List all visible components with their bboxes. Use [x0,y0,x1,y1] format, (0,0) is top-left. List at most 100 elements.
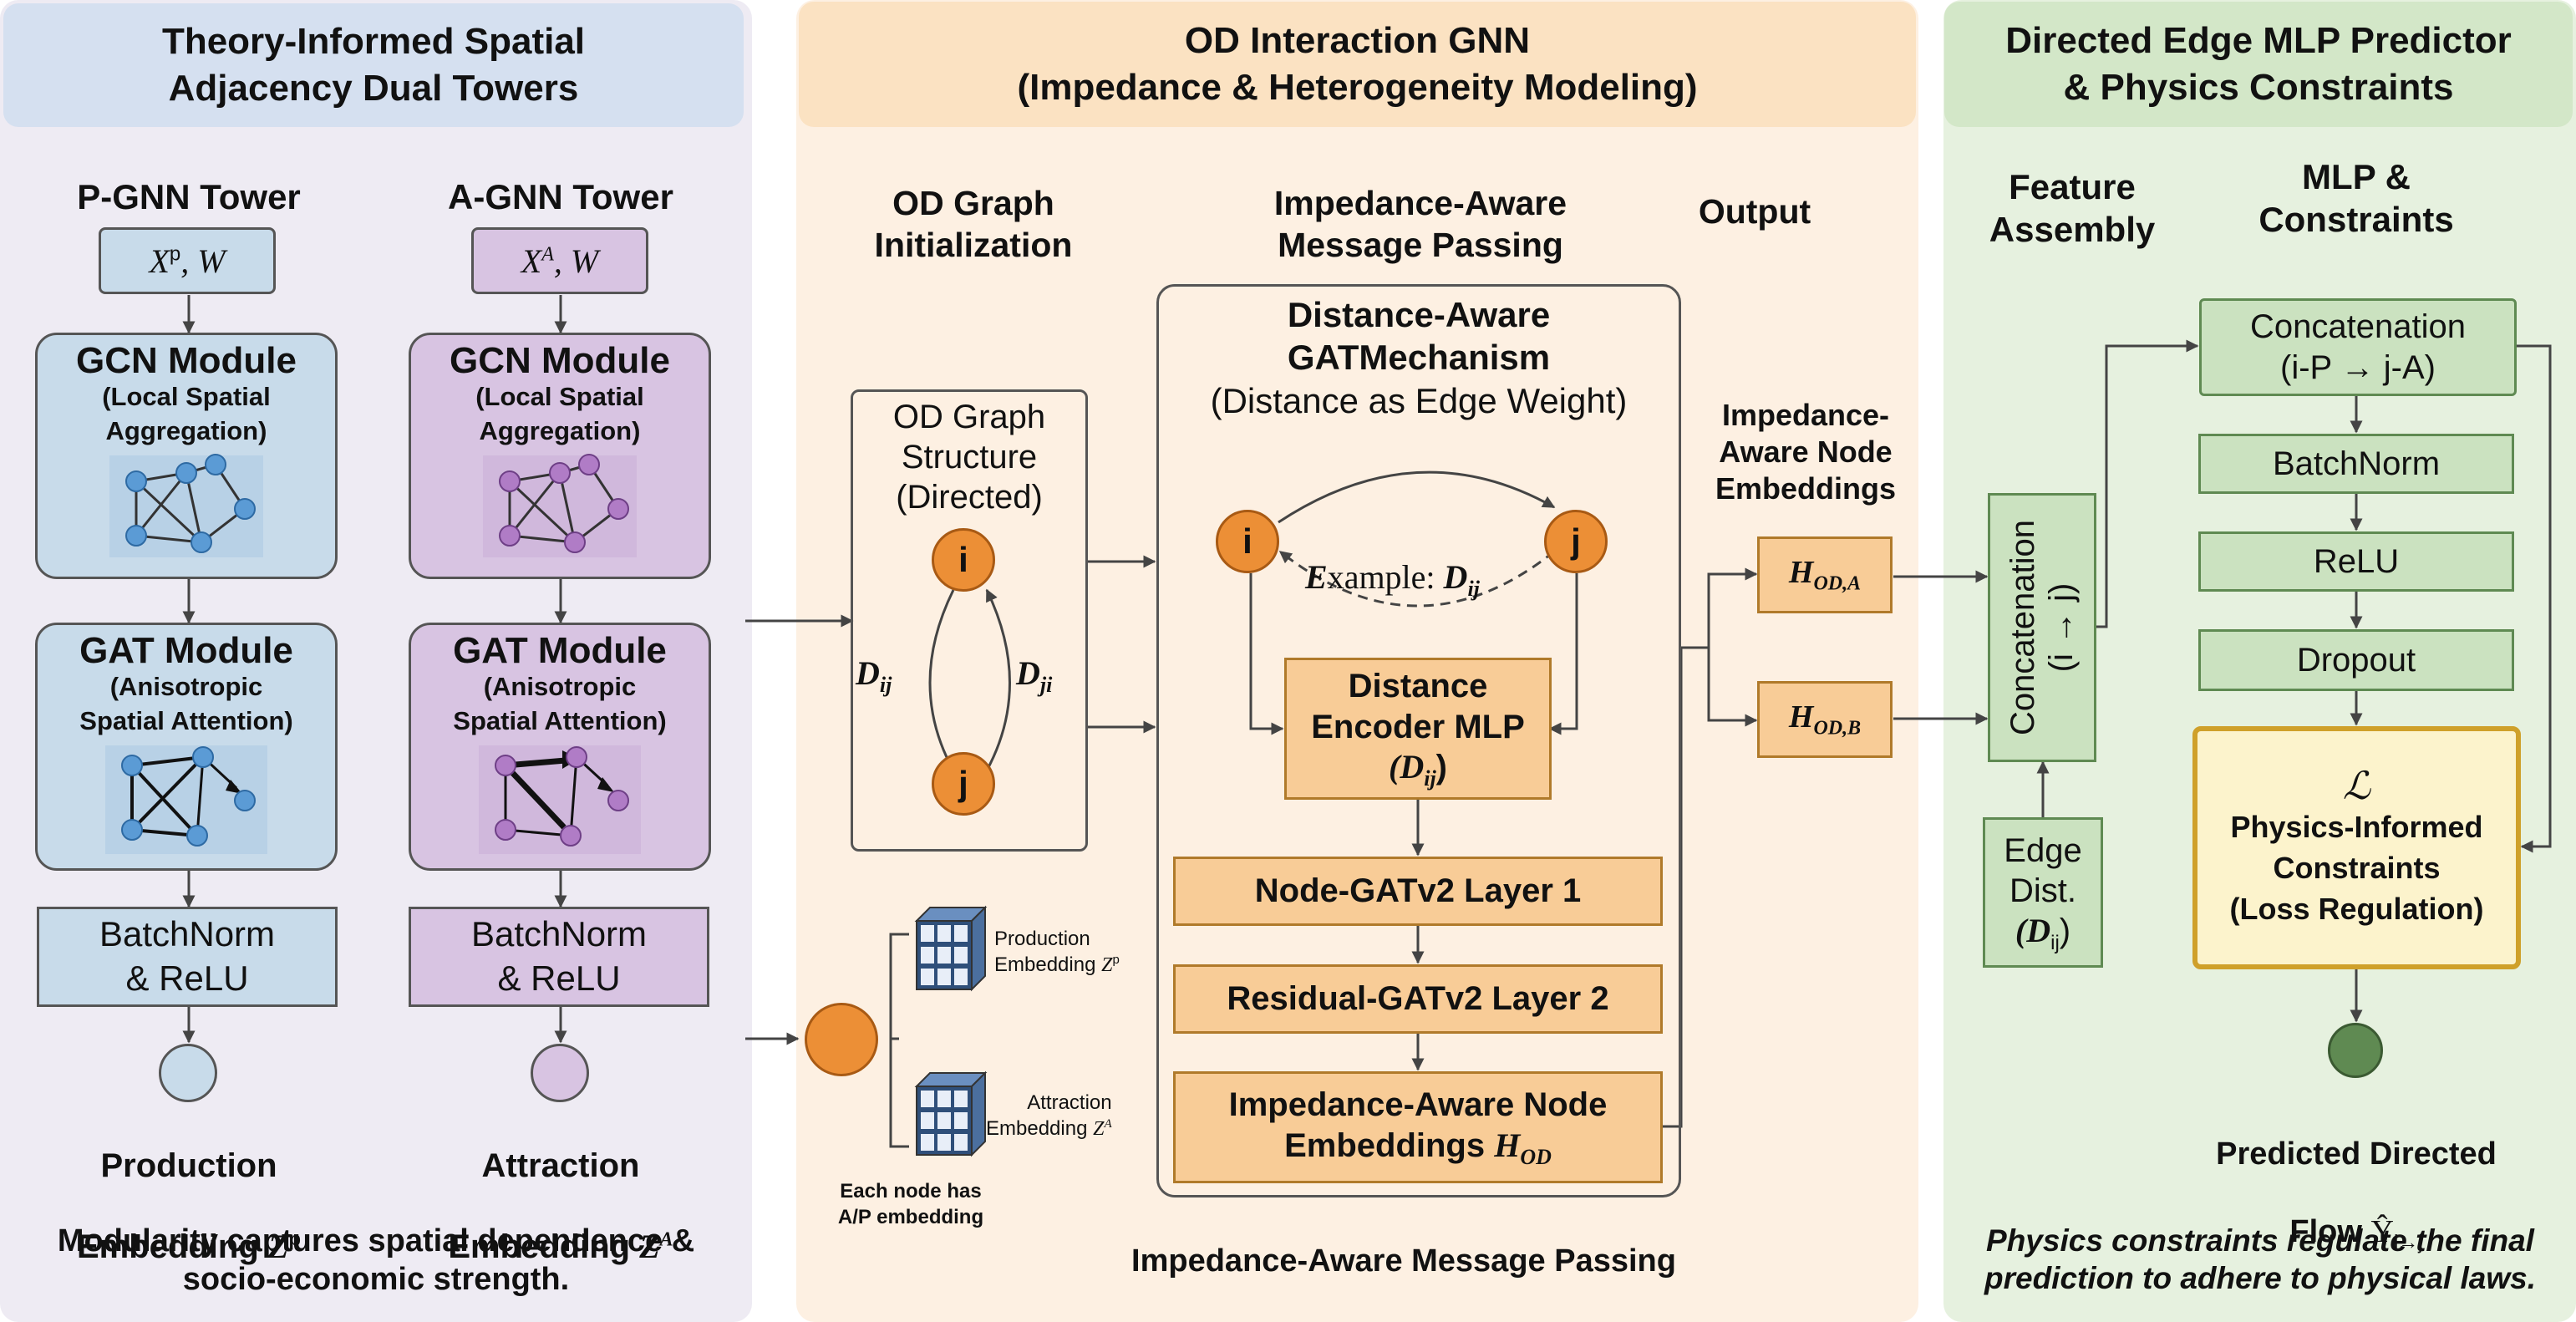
p-input-rest: , W [180,242,226,280]
distance-gat-title: Distance-Aware GATMechanism [1287,295,1551,378]
p-batchnorm-relu: BatchNorm & ReLU [37,907,338,1007]
p-embedding-label: Production Embedding Zp [38,1105,339,1309]
a-gat-subtitle: (Anisotropic Spatial Attention) [453,672,667,736]
physics-constraints-box: ℒ Physics-Informed Constraints (Loss Reg… [2192,726,2521,969]
p-gat-subtitle: (Anisotropic Spatial Attention) [79,672,293,736]
mlp-dropout: Dropout [2198,629,2514,691]
mlp-batchnorm: BatchNorm [2198,434,2514,494]
middle-header: OD Interaction GNN (Impedance & Heteroge… [799,2,1916,127]
p-gat-graph-icon [105,745,267,854]
a-embedding-line2: Embedding [448,1228,640,1266]
a-tower-title: A-GNN Tower [448,177,673,216]
attraction-embedding-cube-icon [914,1070,988,1157]
a-embedding-sup: A [659,1229,673,1252]
predicted-flow-label: Predicted Directed Flow Ŷi→j [2189,1096,2523,1294]
a-input-x: X [521,242,542,280]
a-gcn-graph-icon [483,454,637,557]
p-embedding-line2: Embedding [77,1228,268,1266]
mlp-constraints-title: MLP & Constraints [2258,157,2454,240]
distance-gat-subtitle: (Distance as Edge Weight) [1210,381,1628,421]
a-gcn-module: GCN Module (Local Spatial Aggregation) [409,333,711,579]
p-gcn-graph-icon [109,454,263,557]
example-sym: D [1443,558,1468,596]
a-gcn-title: GCN Module [450,340,670,381]
a-gat-module: GAT Module (Anisotropic Spatial Attentio… [409,623,711,871]
p-embedding-sup: p [288,1228,301,1252]
a-embedding-label: Attraction Embedding ZA [410,1105,711,1309]
edge-dist-label: Edge Dist. [2004,831,2082,909]
encoder-end: ) [1435,749,1447,786]
p-embedding-node [159,1044,217,1102]
p-gat-module: GAT Module (Anisotropic Spatial Attentio… [35,623,338,871]
p-embedding-sym: Z [267,1228,289,1266]
a-input-sup: A [541,243,554,266]
edge-dist-sym: (D [2015,911,2051,949]
a-input-box: XA, W [471,227,648,294]
p-tower-title: P-GNN Tower [77,177,301,216]
embedding-note: Each node has A/P embedding [837,1180,984,1229]
right-footer: Physics constraints regulate the final p… [1984,1223,2536,1296]
output-embeddings-title: Impedance- Aware Node Embeddings [1715,398,1897,506]
feature-assembly-title: Feature Assembly [1989,167,2156,250]
pred-sym: Ŷ [2370,1214,2394,1250]
a-embedding-node [531,1044,589,1102]
left-footer: Modularity captures spatial dependence &… [57,1223,695,1298]
p-gcn-title: GCN Module [76,340,297,381]
p-input-sup: p [169,242,181,266]
attr-emb-sup: A [1104,1117,1112,1131]
od-node-j: j [932,752,995,816]
pred-sub: i→j [2393,1231,2423,1254]
concatenation-top: Concatenation (i-P → j-A) [2199,298,2517,396]
encoder-label: Distance Encoder MLP [1311,667,1525,745]
middle-footer: Impedance-Aware Message Passing [1131,1243,1676,1279]
a-gat-graph-icon [479,745,641,854]
a-embedding-line1: Attraction [481,1147,640,1184]
prod-emb-text: Production Embedding [994,928,1096,977]
output-title: Output [1698,192,1811,231]
production-embedding-label: Production Embedding Zp [994,928,1120,977]
encoder-sub: ij [1424,766,1436,791]
p-embedding-line1: Production [100,1147,277,1184]
example-sub: ij [1467,577,1480,601]
layer3-sym: H [1494,1126,1521,1164]
d-ji-sym: D [1016,654,1040,692]
a-batchnorm-relu: BatchNorm & ReLU [409,907,709,1007]
edge-dist-box: Edge Dist. (Dij) [1983,817,2103,968]
mp-node-i: i [1216,510,1279,573]
h-od-a-sub: OD,A [1813,572,1862,595]
d-ji-label: Dji [1016,653,1052,698]
encoder-sym: (D [1389,748,1425,786]
layer3-sub: OD [1520,1144,1552,1169]
message-passing-container: Distance-Aware GATMechanism (Distance as… [1156,284,1681,1197]
d-ij-sub: ij [879,673,892,697]
a-embedding-sym: Z [639,1228,660,1266]
od-graph-structure-label: OD Graph Structure (Directed) [892,399,1046,516]
attraction-embedding-label: Attraction Embedding ZA [986,1091,1112,1141]
physics-label: Physics-Informed Constraints (Loss Regul… [2229,810,2484,927]
od-graph-init-title: OD Graph Initialization [874,184,1073,265]
pred-line1: Predicted Directed [2216,1136,2497,1172]
p-input-x: X [149,242,170,280]
concatenation-vertical-label: Concatenation (i → j) [2004,520,2080,735]
h-od-b-sym: H [1788,699,1814,735]
right-header: Directed Edge MLP Predictor & Physics Co… [1944,2,2573,127]
attr-emb-text: Attraction Embedding [986,1091,1112,1141]
gatv2-layer-1: Node-GATv2 Layer 1 [1173,857,1663,926]
h-od-a-box: HOD,A [1757,536,1893,613]
od-node-i: i [932,528,995,592]
d-ij-label: Dij [856,653,892,698]
gatv2-layer-2: Residual-GATv2 Layer 2 [1173,964,1663,1034]
h-od-b-sub: OD,B [1813,717,1862,740]
example-prefix: E [1305,558,1328,596]
loss-symbol: ℒ [2342,764,2371,807]
pred-line2: Flow [2289,1214,2371,1250]
production-embedding-cube-icon [914,905,988,992]
d-ji-sub: ji [1039,673,1053,697]
example-label: Example: Dij [1305,518,1480,602]
message-passing-title: Impedance-Aware Message Passing [1273,184,1567,265]
prod-emb-sup: p [1112,953,1120,968]
h-od-a-sym: H [1788,555,1814,591]
mlp-relu: ReLU [2198,531,2514,592]
p-gcn-module: GCN Module (Local Spatial Aggregation) [35,333,338,579]
